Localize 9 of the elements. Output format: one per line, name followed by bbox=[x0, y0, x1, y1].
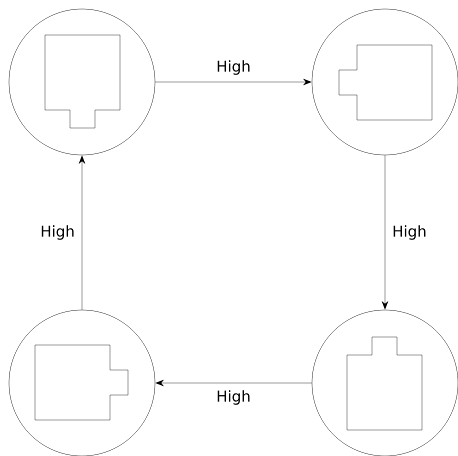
circle-node bbox=[8, 8, 156, 156]
arrow bbox=[156, 380, 312, 386]
edge-label: High bbox=[42, 225, 74, 240]
arrow bbox=[382, 155, 388, 310]
arrow bbox=[155, 78, 312, 86]
arrow bbox=[78, 156, 86, 310]
edge-label: High bbox=[218, 390, 250, 405]
edge-label: High bbox=[218, 60, 250, 75]
edge-label: High bbox=[394, 225, 426, 240]
